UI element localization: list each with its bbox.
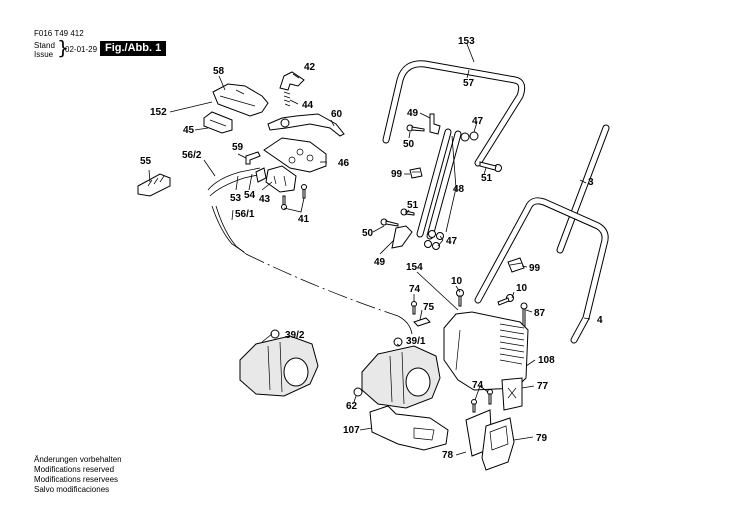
label-39-2: 39/2 <box>285 330 305 341</box>
figure-label: Fig./Abb. 1 <box>100 41 167 56</box>
issue-date: 02-01-29 <box>65 45 98 54</box>
part-50-bolt-lower[interactable] <box>380 218 399 227</box>
issue-label: Issue <box>34 50 54 59</box>
part-55-cable-clip[interactable] <box>137 173 171 197</box>
cables-56-53-54[interactable] <box>207 167 413 335</box>
notice-en: Modifications reserved <box>34 465 115 474</box>
label-49-lower: 49 <box>374 257 386 268</box>
part-41-screws[interactable] <box>281 184 307 210</box>
label-87: 87 <box>534 308 546 319</box>
label-78: 78 <box>442 450 454 461</box>
part-75-clamp[interactable] <box>413 317 431 327</box>
part-10-screw-a[interactable] <box>456 289 464 307</box>
label-56-1: 56/1 <box>235 209 255 220</box>
part-3-handle-tube[interactable] <box>556 124 610 254</box>
label-56-2: 56/2 <box>182 150 202 161</box>
label-47-lower: 47 <box>446 236 458 247</box>
part-99-clip-upper[interactable] <box>409 167 423 179</box>
label-75: 75 <box>423 302 435 313</box>
label-153: 153 <box>458 36 475 47</box>
label-55: 55 <box>140 156 152 167</box>
part-10-screw-b[interactable] <box>497 294 514 306</box>
label-154: 154 <box>406 262 423 273</box>
label-60: 60 <box>331 109 343 120</box>
label-39-1: 39/1 <box>406 336 426 347</box>
label-74-a: 74 <box>409 284 421 295</box>
label-49-upper: 49 <box>407 108 419 119</box>
label-3: 3 <box>588 177 594 188</box>
part-42-clamp[interactable] <box>279 71 305 91</box>
modifications-notice: Änderungen vorbehalten Modifications res… <box>34 455 122 495</box>
label-108: 108 <box>538 355 555 366</box>
brace-icon: } <box>57 37 70 59</box>
label-74-b: 74 <box>472 380 484 391</box>
label-45: 45 <box>183 125 195 136</box>
part-62-washer[interactable] <box>353 387 363 397</box>
stand-label: Stand <box>34 41 55 50</box>
label-152: 152 <box>150 107 167 118</box>
part-107-gear-base[interactable] <box>369 405 449 451</box>
label-99-upper: 99 <box>391 169 403 180</box>
label-46: 46 <box>338 158 350 169</box>
notice-de: Änderungen vorbehalten <box>34 455 122 464</box>
part-154-108-motor-housing[interactable] <box>443 311 529 391</box>
label-79: 79 <box>536 433 548 444</box>
part-39-1-motor[interactable] <box>361 337 441 409</box>
part-45-switch[interactable] <box>203 111 233 134</box>
label-44: 44 <box>302 100 314 111</box>
part-58-cover[interactable] <box>212 83 269 117</box>
label-10-a: 10 <box>451 276 463 287</box>
part-47-nut-upper[interactable] <box>460 131 479 142</box>
part-44-spring[interactable] <box>283 91 291 107</box>
label-107: 107 <box>343 425 360 436</box>
label-59: 59 <box>232 142 244 153</box>
notice-fr: Modifications reservees <box>34 475 119 484</box>
part-79-bracket[interactable] <box>481 417 515 471</box>
part-153-handle-upper[interactable] <box>382 60 526 167</box>
part-59-plug[interactable] <box>245 151 261 165</box>
label-42: 42 <box>304 62 316 73</box>
label-58: 58 <box>213 66 225 77</box>
part-77-label[interactable] <box>501 377 523 411</box>
part-49-bracket-lower[interactable] <box>391 225 413 249</box>
part-60-lever[interactable] <box>267 113 345 137</box>
notice-es: Salvo modificaciones <box>34 485 110 494</box>
part-74-screw-a[interactable] <box>411 301 417 315</box>
part-49-bracket-upper[interactable] <box>429 113 441 135</box>
label-54: 54 <box>244 190 256 201</box>
label-10-b: 10 <box>516 283 528 294</box>
part-4-handle-lower[interactable] <box>474 197 609 344</box>
label-47-upper: 47 <box>472 116 484 127</box>
part-43-strain-relief[interactable] <box>265 165 297 193</box>
label-57: 57 <box>463 78 475 89</box>
label-99-lower: 99 <box>529 263 541 274</box>
drawing-code: F016 T49 412 <box>34 29 84 38</box>
label-53: 53 <box>230 193 242 204</box>
label-48: 48 <box>453 184 465 195</box>
part-74-screws-b[interactable] <box>471 389 493 413</box>
part-50-bolt-upper[interactable] <box>406 124 425 132</box>
leader-lines <box>148 43 591 456</box>
label-50-lower: 50 <box>362 228 374 239</box>
part-87-screw[interactable] <box>520 302 528 327</box>
label-4: 4 <box>597 315 603 326</box>
label-43: 43 <box>259 194 271 205</box>
part-39-2-motor[interactable] <box>239 329 319 397</box>
label-51-lower: 51 <box>407 200 419 211</box>
part-46-switch-housing[interactable] <box>263 137 327 173</box>
label-62: 62 <box>346 401 358 412</box>
label-50-upper: 50 <box>403 139 415 150</box>
label-77: 77 <box>537 381 549 392</box>
part-99-clip-lower[interactable] <box>507 257 525 273</box>
part-51-bolt-upper[interactable] <box>479 161 502 172</box>
label-41: 41 <box>298 214 310 225</box>
label-51-upper: 51 <box>481 173 493 184</box>
